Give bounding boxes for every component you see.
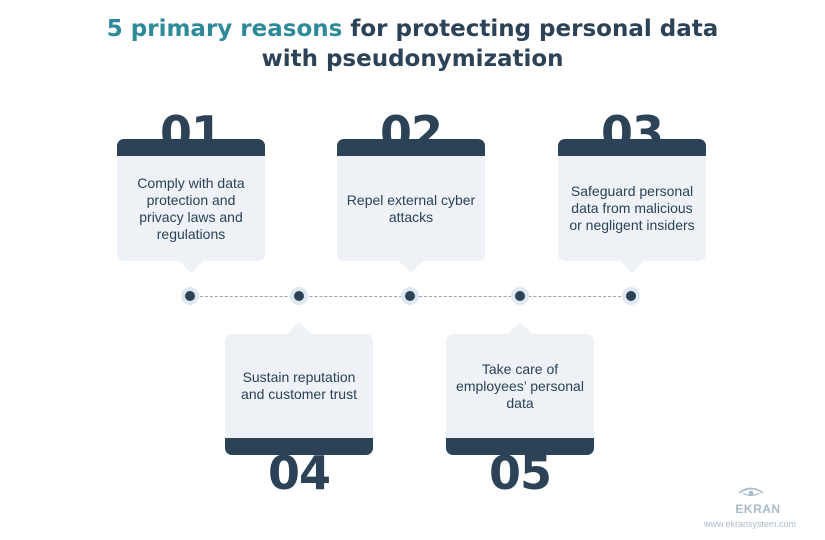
card-header-bar <box>558 139 706 156</box>
reason-text-2: Repel external cyber attacks <box>346 191 476 225</box>
reason-text-1: Comply with data protection and privacy … <box>137 174 245 242</box>
card-footer-bar <box>225 438 373 455</box>
reason-text-3: Safeguard personal data from malicious o… <box>569 183 695 233</box>
timeline-dot-5 <box>622 287 640 305</box>
callout-pointer <box>508 322 532 334</box>
brand-url: www.ekransystem.com <box>703 519 797 529</box>
callout-pointer <box>179 261 203 273</box>
title-line2: with pseudonymization <box>261 46 564 72</box>
reason-number-5: 05 <box>488 446 552 500</box>
page-title: 5 primary reasons for protecting persona… <box>0 14 825 74</box>
reason-card-3: Safeguard personal data from malicious o… <box>558 139 706 273</box>
reason-card-2: Repel external cyber attacks <box>337 139 485 273</box>
reason-card-5: Take care of employees’ personal data <box>446 322 594 455</box>
timeline-dot-2 <box>290 287 308 305</box>
timeline-dot-1 <box>181 287 199 305</box>
reason-text-5: Take care of employees’ personal data <box>456 360 584 411</box>
card-header-bar <box>337 139 485 156</box>
callout-pointer <box>399 261 423 273</box>
brand-logo: EKRAN <box>735 502 781 516</box>
timeline-dot-4 <box>511 287 529 305</box>
card-header-bar <box>117 139 265 156</box>
reason-card-1: Comply with data protection and privacy … <box>117 139 265 273</box>
reason-number-3: 03 <box>600 106 664 160</box>
reason-number-4: 04 <box>267 446 331 500</box>
timeline-dot-3 <box>401 287 419 305</box>
title-accent: 5 primary reasons <box>106 16 343 42</box>
callout-pointer <box>287 322 311 334</box>
reason-number-2: 02 <box>379 106 443 160</box>
eye-icon <box>738 487 764 497</box>
reason-text-4: Sustain reputation and customer trust <box>241 369 357 402</box>
callout-pointer <box>620 261 644 273</box>
title-rest: for protecting personal data <box>342 16 719 42</box>
reason-number-1: 01 <box>159 106 223 160</box>
card-footer-bar <box>446 438 594 455</box>
reason-card-4: Sustain reputation and customer trust <box>225 322 373 455</box>
